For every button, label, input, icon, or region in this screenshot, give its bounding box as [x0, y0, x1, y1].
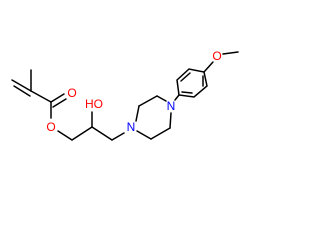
piperazine-n1-label: N: [127, 120, 136, 134]
bond-vinyl-double-b: [13, 85, 31, 97]
bond-n4-c5: [169, 112, 172, 129]
benzene-inner-double-3: [181, 91, 193, 94]
bond-alpha-carbonyl: [30, 90, 52, 103]
bond-n4-aryl: [174, 94, 180, 101]
bond-c5-c6: [150, 127, 171, 140]
bond-c3-n4: [156, 95, 167, 102]
molecule-diagram: O O HO N N O: [11, 49, 239, 141]
ester-oxygen-label: O: [46, 120, 55, 134]
carbonyl-oxygen-label: O: [67, 86, 76, 100]
bond-carbonyl-double-b: [52, 98, 67, 108]
bond-ester-o-ch2: [57, 130, 73, 141]
bond-choh-ch2: [91, 126, 113, 141]
bond-vinyl-double-a: [11, 79, 32, 92]
benzene-inner-double-1: [180, 72, 191, 82]
bond-c2-c3: [138, 95, 158, 107]
structure-canvas: O O HO N N O: [11, 49, 239, 141]
piperazine-n4-label: N: [167, 99, 176, 113]
bond-carbonyl-double-a: [50, 93, 65, 103]
hydroxyl-label: HO: [85, 97, 103, 111]
bond-c6-n1: [136, 130, 152, 140]
bond-ch2-n1: [111, 132, 125, 141]
bond-aryl-methoxy-o: [203, 61, 214, 73]
methoxy-oxygen-label: O: [212, 49, 221, 63]
bond-ch2-choh: [71, 126, 93, 141]
bond-n1-c2: [135, 105, 140, 122]
bond-methoxy-methyl: [222, 51, 239, 55]
